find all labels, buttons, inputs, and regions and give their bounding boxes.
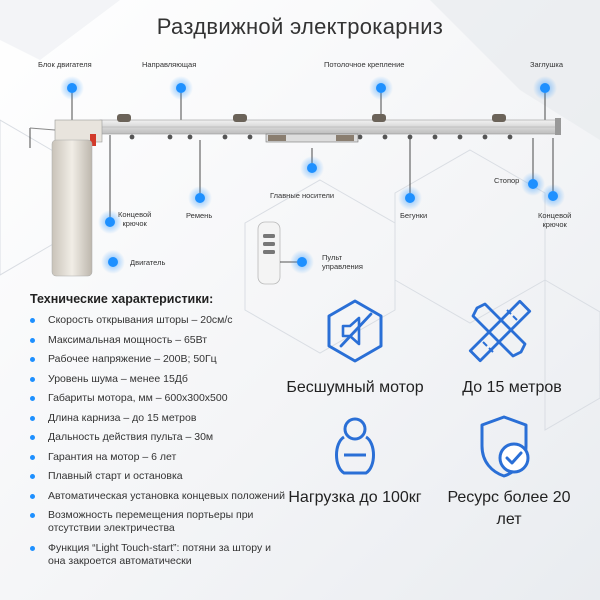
page-title: Раздвижной электрокарниз [156,14,444,39]
label-motor-block: Блок двигателя [38,60,92,69]
spec-item: Автоматическая установка концевых положе… [30,490,288,503]
bullet-icon [30,357,35,362]
spec-item: Функция “Light Touch-start”: потяни за ш… [30,542,288,568]
bullet-icon [30,396,35,401]
bullet-icon [30,337,35,343]
spec-item: Гарантия на мотор – 6 лет [30,451,288,464]
bullet-icon [30,435,35,440]
label-main-carriers: Главные носители [270,191,335,200]
label-belt: Ремень [186,211,213,220]
spec-item: Рабочее напряжение – 200В; 50Гц [30,353,288,366]
specs-title: Технические характеристики: [30,292,214,306]
label-remote: Пульт управления [322,253,363,272]
label-end-hook-right: Концевой крючок [538,211,572,230]
label-runners: Бегунки [400,211,428,220]
spec-item: Скорость открывания шторы – 20см/с [30,314,288,327]
spec-item: Возможность перемещения портьеры при отс… [30,509,288,535]
bullet-icon [30,376,35,382]
bullet-icon [30,474,35,479]
cornice-diagram [29,76,565,285]
bullet-icon [30,454,35,460]
label-end-hook-left: Концевой крючок [118,210,152,229]
shield-check-icon [480,415,530,478]
label-rail: Направляющая [142,60,197,69]
spec-item: Максимальная мощность – 65Вт [30,334,288,347]
spec-item: Уровень шума – менее 15Дб [30,373,288,386]
spec-item: Плавный старт и остановка [30,470,288,483]
weight-icon [335,417,375,475]
spec-item: Дальность действия пульта – 30м [30,431,288,444]
bullet-icon [30,415,35,421]
bullet-icon [30,513,35,518]
bullet-icon [30,545,35,551]
specs-list: Скорость открывания шторы – 20см/с Макси… [30,314,288,574]
bullet-icon [30,493,35,499]
feature-length: До 15 метров [462,379,562,396]
label-ceiling-mount: Потолочное крепление [324,60,405,69]
rail-body [99,119,558,135]
bullet-icon [30,318,35,323]
mute-speaker-icon [327,299,383,363]
ruler-pencil-icon [468,299,532,363]
feature-load: Нагрузка до 100кг [288,489,422,506]
spec-item: Габариты мотора, мм – 600х300х500 [30,392,288,405]
spec-item: Длина карниза – до 15 метров [30,412,288,425]
feature-silent: Бесшумный мотор [286,379,424,396]
label-stopper: Стопор [494,176,520,185]
label-motor: Двигатель [130,258,166,267]
label-end-cap: Заглушка [530,60,564,69]
feature-resource: Ресурс более 20 лет [447,489,571,528]
